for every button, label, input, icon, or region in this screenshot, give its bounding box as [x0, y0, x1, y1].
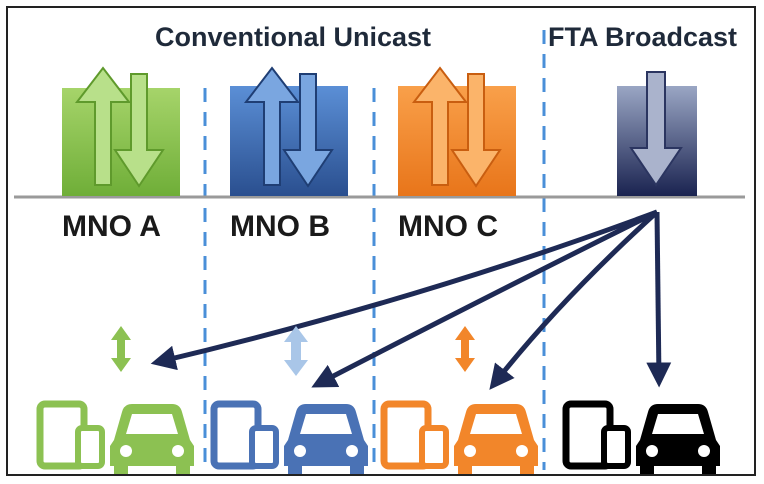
- phone-icon: [419, 425, 449, 469]
- car-wheel: [114, 464, 128, 474]
- mno-c-bar: [398, 86, 516, 196]
- car-window: [470, 414, 522, 434]
- mno-c-label: MNO C: [398, 210, 498, 243]
- bidirectional-arrow-icon: [111, 326, 131, 372]
- broadcast-arrow-icon: [629, 71, 683, 187]
- terminal-group: [210, 400, 368, 474]
- car-window: [300, 414, 352, 434]
- terminal-group: [562, 400, 720, 474]
- phone-icon: [75, 425, 105, 469]
- downlink-arrow-icon: [450, 73, 502, 188]
- car-wheel: [288, 464, 302, 474]
- car-headlight: [464, 445, 476, 457]
- car-wheel: [176, 464, 190, 474]
- uplink-arrow-icon: [411, 66, 469, 186]
- mno-a-bar: [62, 88, 180, 196]
- car-headlight: [294, 445, 306, 457]
- car-headlight: [120, 445, 132, 457]
- uplink-arrow-icon: [243, 66, 301, 186]
- phone-icon: [249, 425, 279, 469]
- car-window: [126, 414, 178, 434]
- broadcast-arrow-to-fta: [646, 211, 672, 388]
- car-wheel: [520, 464, 534, 474]
- car-wheel: [640, 464, 654, 474]
- car-icon: [454, 404, 538, 474]
- car-headlight: [172, 445, 184, 457]
- phone-icon: [601, 425, 631, 469]
- mno-b-block: [230, 66, 348, 196]
- terminal-group: [380, 400, 538, 474]
- broadcast-arrows: [150, 209, 672, 390]
- bidirectional-arrow-icon: [455, 326, 475, 372]
- broadcast-arrow-to-a: [150, 209, 658, 371]
- mno-c-block: [398, 66, 516, 196]
- diagram-frame: [6, 6, 756, 476]
- car-body: [284, 404, 368, 466]
- broadcast-header: FTA Broadcast: [548, 22, 737, 52]
- car-headlight: [516, 445, 528, 457]
- mno-a-label: MNO A: [62, 210, 161, 243]
- car-icon: [284, 404, 368, 474]
- terminal-groups: [36, 400, 720, 474]
- broadcast-block: [617, 71, 697, 196]
- car-body: [110, 404, 194, 466]
- mno-b-label: MNO B: [230, 210, 330, 243]
- broadcast-arrow-to-c: [489, 210, 659, 390]
- car-wheel: [458, 464, 472, 474]
- car-icon: [110, 404, 194, 474]
- car-body: [454, 404, 538, 466]
- unicast-header: Conventional Unicast: [155, 22, 431, 52]
- uplink-arrow-icon: [74, 66, 132, 186]
- mno-b-bar: [230, 86, 348, 196]
- car-icon: [636, 404, 720, 474]
- downlink-arrow-icon: [282, 73, 334, 188]
- car-wheel: [350, 464, 364, 474]
- car-headlight: [698, 445, 710, 457]
- car-headlight: [346, 445, 358, 457]
- car-body: [636, 404, 720, 466]
- mno-a-block: [62, 66, 180, 196]
- car-headlight: [646, 445, 658, 457]
- broadcast-arrow-to-b: [311, 209, 659, 388]
- bidirectional-arrow-icon: [284, 326, 308, 376]
- terminal-group: [36, 400, 194, 474]
- downlink-arrow-icon: [113, 73, 165, 188]
- car-window: [652, 414, 704, 434]
- car-wheel: [702, 464, 716, 474]
